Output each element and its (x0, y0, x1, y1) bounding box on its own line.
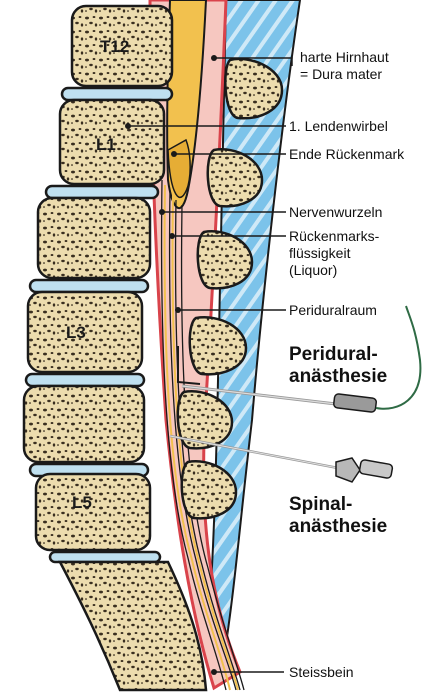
vertebra-l2 (38, 198, 150, 278)
label-peridural-1: Peridural- (289, 344, 378, 366)
label-liquor-1: Rückenmarks- (289, 228, 379, 244)
label-spinal-1: Spinal- (289, 494, 352, 516)
label-liquor-2: flüssigkeit (289, 245, 350, 261)
disc (30, 280, 148, 292)
vertebra-l5 (36, 474, 150, 550)
vertebra-l4 (24, 386, 144, 462)
disc (46, 186, 158, 198)
vertebra-label-l5: L5 (72, 493, 92, 512)
disc (26, 374, 144, 386)
sacrum (60, 562, 206, 690)
disc (50, 552, 160, 562)
label-spinal-2: anästhesie (289, 516, 387, 538)
label-nervenwurzeln: Nervenwurzeln (289, 204, 382, 220)
disc (62, 88, 172, 100)
label-peridural-2: anästhesie (289, 366, 387, 388)
label-periduralraum: Periduralraum (289, 302, 377, 318)
label-dura-2: = Dura mater (300, 66, 382, 82)
label-ende-rueckenmark: Ende Rückenmark (289, 146, 404, 162)
epidural-catheter (376, 306, 420, 409)
label-lendenwirbel: 1. Lendenwirbel (289, 118, 388, 134)
label-steissbein: Steissbein (289, 664, 354, 680)
label-liquor-3: (Liquor) (289, 262, 337, 278)
vertebra-label-l1: L1 (96, 135, 116, 154)
vertebra-label-l3: L3 (66, 323, 86, 342)
vertebra-label-t12: T12 (100, 37, 129, 56)
label-dura-1: harte Hirnhaut (300, 49, 389, 65)
